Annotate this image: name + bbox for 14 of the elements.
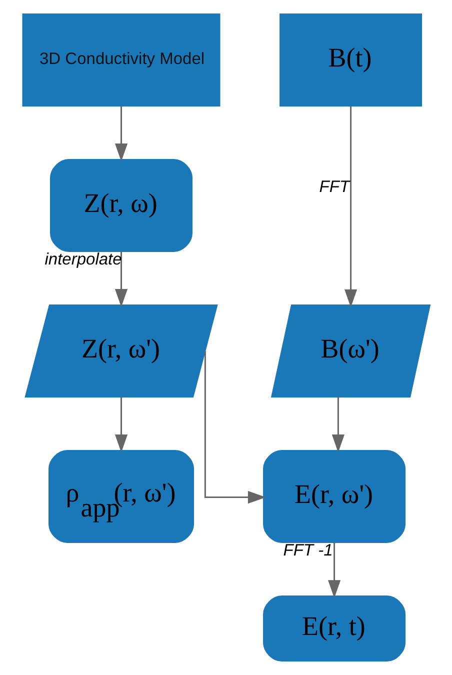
node-box: 3D Conductivity Model <box>22 13 220 106</box>
arrow <box>114 397 128 453</box>
edge-label: FFT <box>318 178 350 196</box>
edge-label: FFT -1 <box>282 541 332 560</box>
arrow <box>114 252 128 308</box>
arrow <box>204 351 266 504</box>
arrow <box>114 106 128 162</box>
arrow <box>331 397 344 453</box>
node-box: Z(r, ω) <box>50 158 192 252</box>
node-box: E(r, ω') <box>262 450 406 544</box>
node-box: E(r, t) <box>262 596 406 662</box>
arrow <box>327 542 340 598</box>
node-box: B(t) <box>279 13 422 106</box>
arrow <box>344 106 357 308</box>
